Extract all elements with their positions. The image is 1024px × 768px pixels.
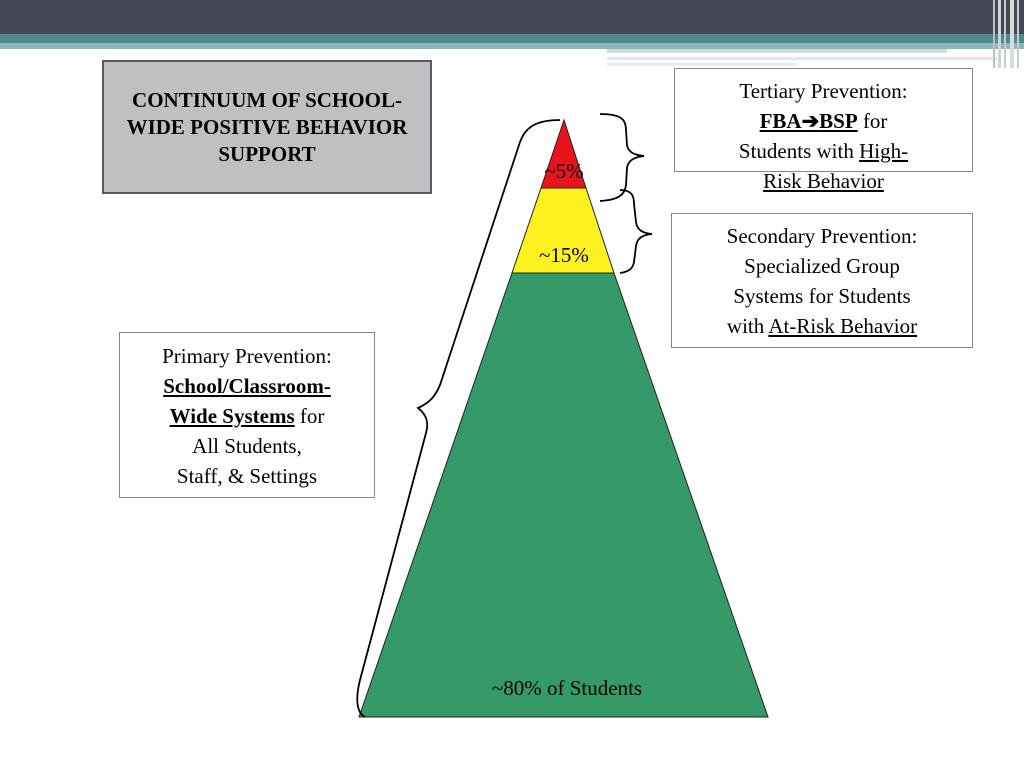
primary-line4: All Students, bbox=[192, 434, 302, 458]
header-bar bbox=[0, 0, 1024, 34]
primary-prevention-box: Primary Prevention: School/Classroom- Wi… bbox=[119, 332, 375, 498]
primary-line1: Primary Prevention: bbox=[162, 344, 332, 368]
pyramid-tier-tertiary bbox=[540, 118, 587, 189]
secondary-percent-label: ~15% bbox=[539, 243, 589, 267]
tertiary-line2: FBA➔BSP for bbox=[675, 106, 972, 136]
primary-percent-label: ~80% of Students bbox=[492, 676, 642, 700]
arrow-right-icon: ➔ bbox=[801, 109, 820, 133]
primary-for: for bbox=[294, 404, 325, 428]
decorative-vertical-line bbox=[1010, 0, 1014, 68]
tertiary-brace bbox=[599, 113, 645, 202]
secondary-line1: Secondary Prevention: bbox=[726, 224, 918, 248]
secondary-with: with bbox=[726, 314, 769, 338]
slide-title: CONTINUUM OF SCHOOL-WIDE POSITIVE BEHAVI… bbox=[102, 60, 432, 194]
wide-systems-label: Wide Systems bbox=[169, 404, 295, 428]
decorative-stripe bbox=[607, 49, 947, 53]
bsp-label: BSP bbox=[819, 109, 858, 133]
primary-brace bbox=[356, 119, 561, 718]
decorative-vertical-line bbox=[1017, 0, 1019, 68]
tertiary-percent-label: ~5% bbox=[544, 159, 583, 183]
tertiary-for: for bbox=[857, 109, 888, 133]
secondary-prevention-box: Secondary Prevention: Specialized Group … bbox=[671, 213, 973, 348]
high-risk-label: High- bbox=[859, 139, 909, 163]
header-accent-stripe bbox=[0, 34, 1024, 43]
secondary-line4: with At-Risk Behavior bbox=[672, 311, 972, 341]
decorative-vertical-line bbox=[1004, 0, 1006, 68]
tertiary-students-with: Students with bbox=[738, 139, 860, 163]
tertiary-prevention-box: Tertiary Prevention: FBA➔BSP for Student… bbox=[674, 68, 973, 193]
fba-label: FBA bbox=[759, 109, 802, 133]
decorative-vertical-line bbox=[998, 0, 1001, 68]
risk-behavior-label: Risk Behavior bbox=[763, 169, 884, 193]
tertiary-line1: Tertiary Prevention: bbox=[739, 79, 908, 103]
primary-line3: Wide Systems for bbox=[120, 401, 374, 431]
primary-line5: Staff, & Settings bbox=[176, 464, 318, 488]
decorative-vertical-line bbox=[993, 0, 995, 68]
secondary-line3: Systems for Students bbox=[733, 284, 911, 308]
header-light-stripe bbox=[0, 43, 1024, 49]
secondary-line2: Specialized Group bbox=[744, 254, 900, 278]
school-classroom-label: School/Classroom- bbox=[163, 374, 331, 398]
at-risk-behavior-label: At-Risk Behavior bbox=[768, 314, 918, 338]
secondary-brace bbox=[619, 189, 653, 274]
tertiary-line3: Students with High- bbox=[675, 136, 972, 166]
decorative-stripe bbox=[607, 57, 997, 60]
decorative-stripe bbox=[607, 63, 797, 66]
